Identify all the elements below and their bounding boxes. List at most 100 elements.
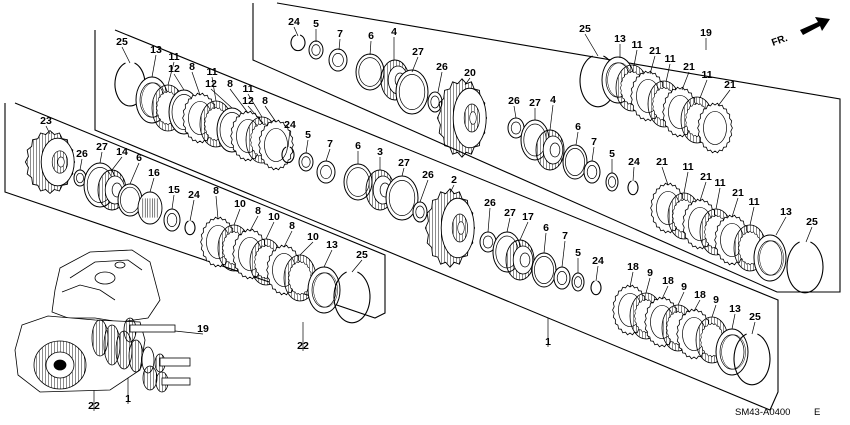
callout-label: 13 (326, 239, 338, 251)
leader-line (401, 167, 405, 177)
callout-label: 9 (681, 281, 687, 293)
callout-label: 18 (694, 289, 706, 301)
callout-label: 18 (627, 261, 639, 273)
leader-line (584, 33, 599, 57)
callout-label: 7 (337, 28, 343, 40)
leader-line (411, 56, 419, 73)
plate-13-lr (753, 234, 787, 282)
callout-label: 21 (656, 156, 668, 168)
snap-ring-24-top-right (627, 180, 639, 196)
callout-label: 13 (614, 33, 626, 45)
leader-line (325, 148, 331, 162)
callout-label: 18 (662, 275, 674, 287)
o-ring-26-top (427, 91, 443, 113)
leader-line (211, 76, 217, 102)
leader-line (464, 77, 471, 86)
leader-line (99, 151, 103, 164)
callout-label: 19 (700, 27, 712, 39)
callout-label: 11 (664, 53, 675, 65)
spring-16 (137, 191, 163, 225)
leader-line (323, 249, 333, 268)
leader-line (111, 156, 123, 171)
callout-label: 24 (592, 255, 604, 267)
leader-line (419, 179, 429, 203)
leader-line (699, 79, 708, 99)
snap-ring-24-top (290, 34, 306, 52)
front-label: FR. (770, 33, 789, 49)
leader-line (293, 26, 299, 37)
callout-label: 3 (377, 146, 383, 158)
callout-label: 25 (749, 311, 761, 323)
callout-label: 8 (189, 61, 195, 73)
o-ring-26-mid (412, 201, 428, 223)
ring-7-top-right (583, 160, 601, 184)
leader-line (711, 304, 717, 318)
callout-label: 5 (575, 247, 581, 259)
callout-label: 14 (116, 146, 128, 158)
seal-5-top-right (605, 172, 619, 192)
callout-label: 26 (76, 148, 88, 160)
callout-label: 4 (391, 26, 397, 38)
leader-line (287, 129, 291, 148)
leader-line (549, 104, 554, 131)
leader-line (149, 177, 155, 193)
callout-label: 1 (545, 336, 551, 348)
leader-line (305, 139, 309, 154)
callout-label: 10 (307, 231, 319, 243)
callout-label: 7 (327, 138, 333, 150)
transmission-assembly (14, 249, 191, 393)
leader-line (215, 195, 219, 220)
leader-line (487, 207, 491, 233)
diagram-code: SM43-A0400 (735, 407, 790, 418)
callout-label: 11 (242, 83, 253, 95)
leader-line (645, 277, 651, 294)
plate-8-mid-c (258, 119, 294, 171)
leader-line (437, 71, 443, 93)
ring-6-mid (343, 163, 373, 201)
leader-line (173, 73, 185, 91)
piston-17 (505, 239, 535, 281)
panel-frame-middle (94, 29, 779, 411)
leader-line (575, 131, 579, 146)
callout-label: 16 (148, 167, 160, 179)
callout-label: 6 (368, 30, 374, 42)
ring-7-mid-right (553, 266, 571, 290)
leader-line (151, 54, 157, 78)
callout-label: 7 (591, 136, 597, 148)
callout-label: 26 (484, 197, 496, 209)
leader-line (543, 232, 547, 254)
callout-label: 5 (305, 129, 311, 141)
seal-5-mid-right (571, 272, 585, 292)
callout-label: 7 (562, 230, 568, 242)
leader-line (775, 216, 787, 236)
leader-line (805, 226, 813, 243)
ring-6-mid-right (531, 252, 557, 288)
callout-label: 12 (242, 95, 254, 107)
leader-lines (45, 26, 813, 411)
leader-line (171, 194, 175, 210)
callout-label: 8 (289, 220, 295, 232)
callout-label: 5 (609, 148, 615, 160)
callout-label: 11 (682, 161, 693, 173)
leader-line (283, 230, 293, 248)
callout-label: 6 (543, 222, 549, 234)
callout-label: 11 (701, 69, 712, 81)
callout-label: 6 (575, 121, 581, 133)
callout-label: 25 (116, 36, 128, 48)
callout-label: 21 (700, 171, 712, 183)
leader-line (265, 221, 275, 240)
leader-line (751, 321, 756, 335)
callout-label: 24 (284, 119, 296, 131)
leader-line (264, 105, 277, 123)
callout-label: 11 (206, 66, 217, 78)
leader-line (699, 181, 707, 202)
leader-line (247, 93, 263, 118)
callout-label: 22 (297, 340, 309, 352)
leader-line (210, 88, 233, 109)
leader-line (513, 105, 517, 119)
panel-frame-left (4, 102, 386, 319)
callout-label: 21 (724, 79, 736, 91)
leader-line (632, 166, 635, 182)
